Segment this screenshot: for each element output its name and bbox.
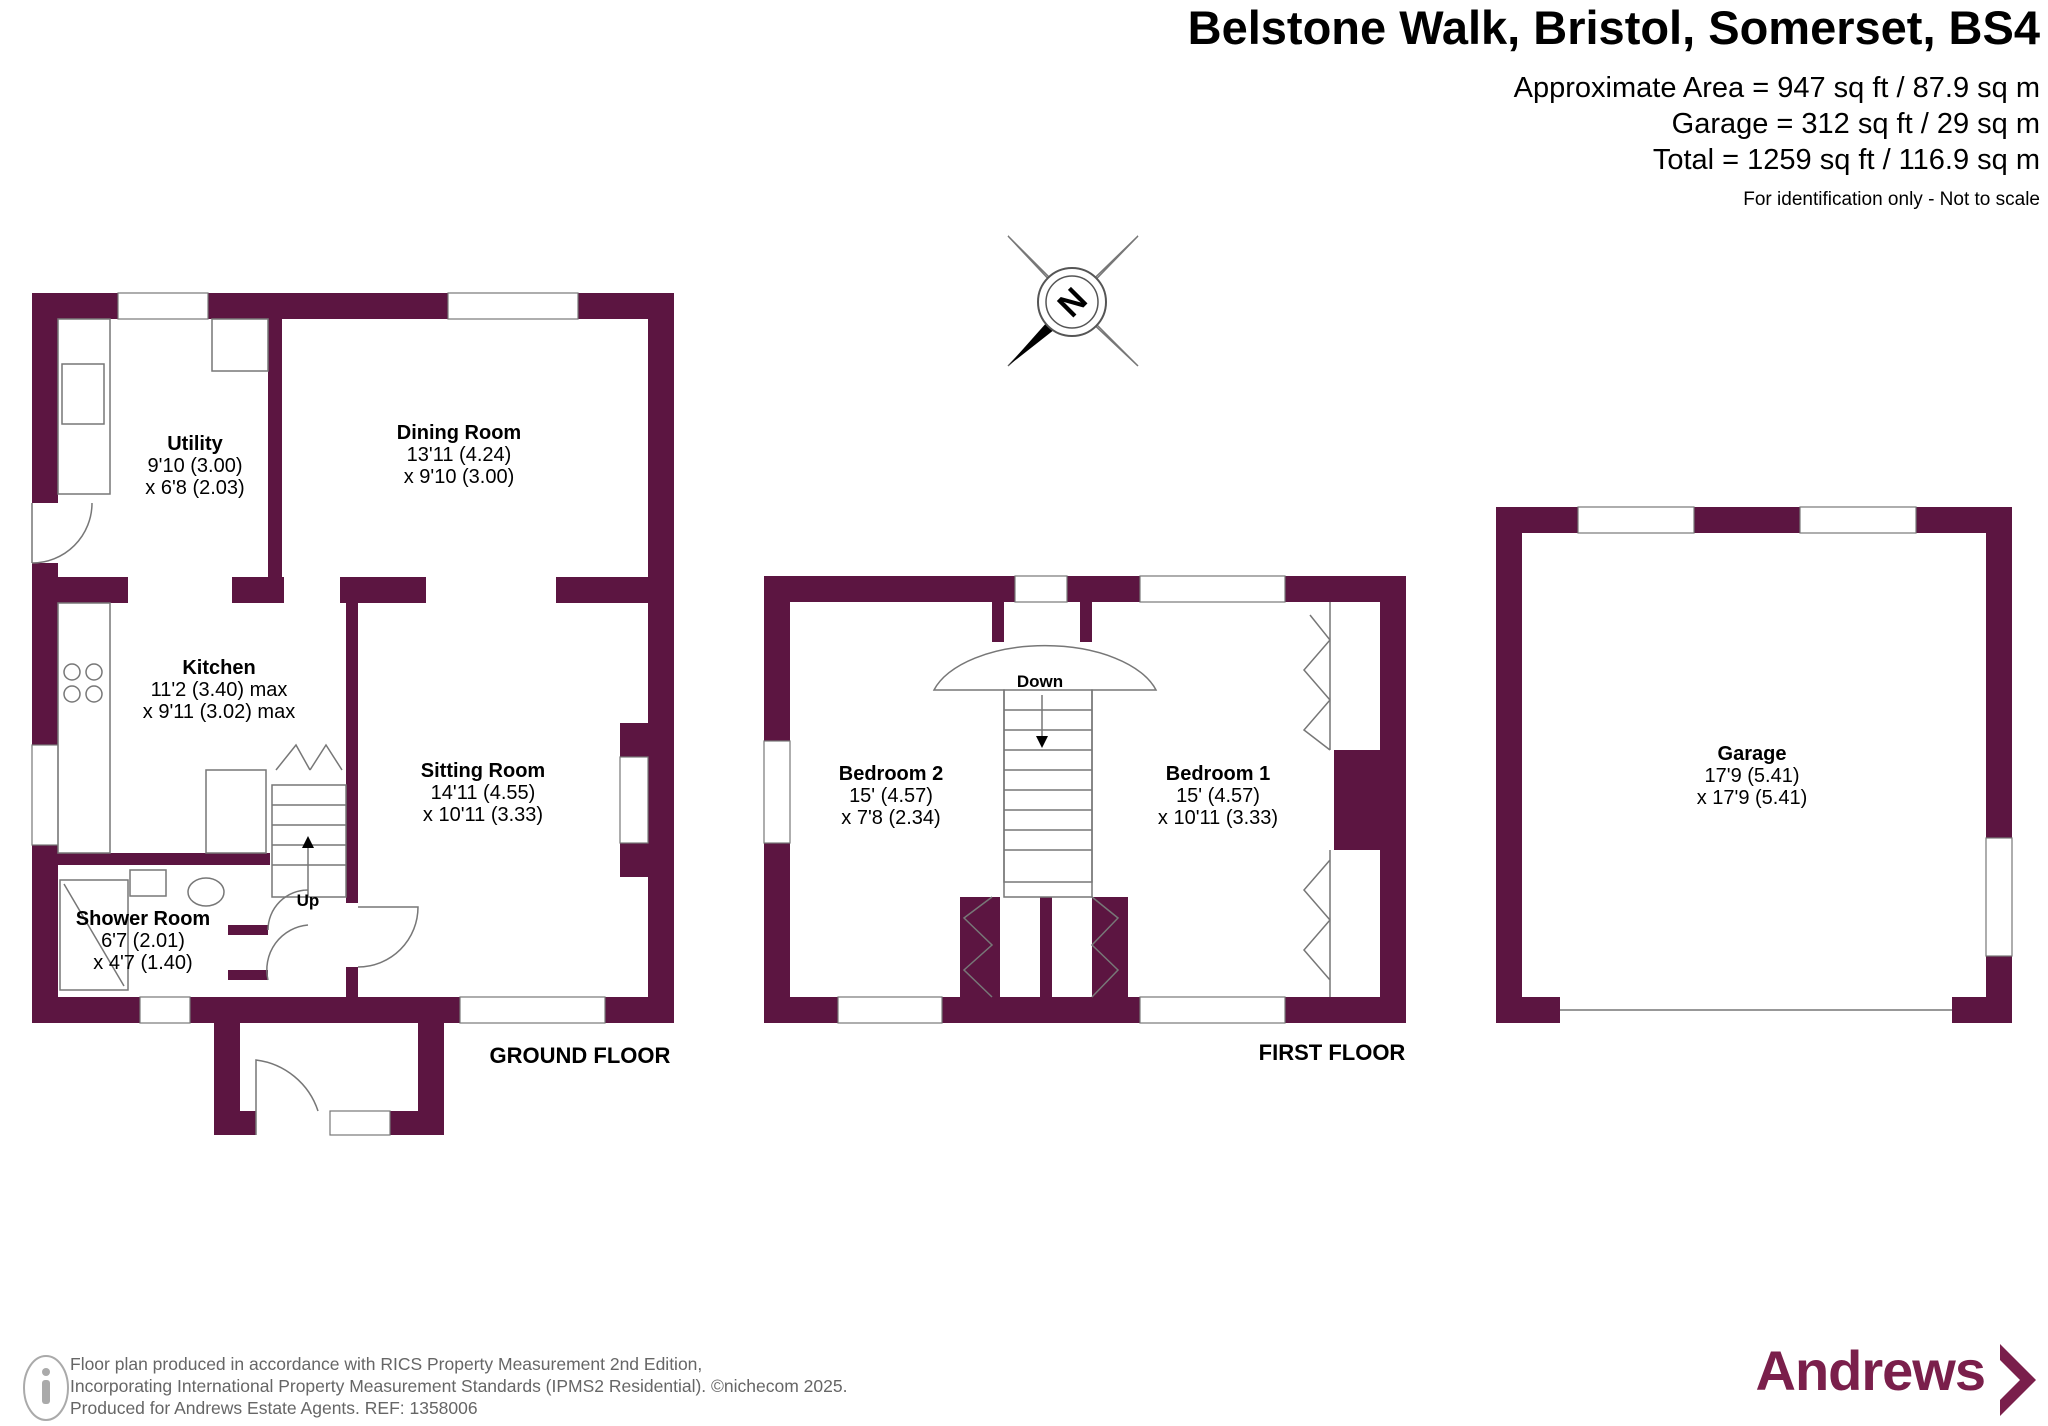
total-area: Total = 1259 sq ft / 116.9 sq m xyxy=(1652,144,2040,176)
dining-room-dim1: 13'11 (4.24) xyxy=(407,444,512,466)
shower-room-dim1: 6'7 (2.01) xyxy=(101,930,185,952)
ground-floor-plan xyxy=(31,292,674,1136)
andrews-logo-mark xyxy=(2000,1344,2036,1416)
not-to-scale-note: For identification only - Not to scale xyxy=(1743,189,2040,210)
utility-name: Utility xyxy=(167,433,223,455)
approximate-area: Approximate Area = 947 sq ft / 87.9 sq m xyxy=(1513,72,2040,104)
first-floor-label: FIRST FLOOR xyxy=(1259,1040,1406,1065)
shower-room-name: Shower Room xyxy=(76,908,210,930)
compass-rose-icon: N xyxy=(1007,235,1139,367)
bedroom2-dim1: 15' (4.57) xyxy=(849,785,933,807)
property-title: Belstone Walk, Bristol, Somerset, BS4 xyxy=(1187,1,2040,54)
garage-dim1: 17'9 (5.41) xyxy=(1705,765,1800,787)
kitchen-dim1: 11'2 (3.40) max xyxy=(151,679,288,701)
bedroom1-name: Bedroom 1 xyxy=(1166,763,1270,785)
info-person-icon xyxy=(23,1355,69,1421)
kitchen-dim2: x 9'11 (3.02) max xyxy=(143,701,295,723)
sitting-room-name: Sitting Room xyxy=(421,760,545,782)
sitting-room-dim2: x 10'11 (3.33) xyxy=(423,804,543,826)
sitting-room-dim1: 14'11 (4.55) xyxy=(431,782,536,804)
garage-name: Garage xyxy=(1718,743,1787,765)
ground-floor-labels: Utility 9'10 (3.00) x 6'8 (2.03) Dining … xyxy=(76,422,671,1068)
bedroom2-name: Bedroom 2 xyxy=(839,763,943,785)
footer-line2: Incorporating International Property Mea… xyxy=(70,1376,848,1396)
garage-labels: Garage 17'9 (5.41) x 17'9 (5.41) xyxy=(1697,743,1808,809)
dining-room-name: Dining Room xyxy=(397,422,521,444)
garage-dim2: x 17'9 (5.41) xyxy=(1697,787,1808,809)
utility-dim1: 9'10 (3.00) xyxy=(148,455,243,477)
ground-floor-label: GROUND FLOOR xyxy=(490,1043,671,1068)
andrews-logo: Andrews xyxy=(1755,1339,1986,1402)
footer-line1: Floor plan produced in accordance with R… xyxy=(70,1354,703,1374)
garage-area: Garage = 312 sq ft / 29 sq m xyxy=(1671,108,2040,140)
shower-room-dim2: x 4'7 (1.40) xyxy=(93,952,192,974)
stairs-down-label: Down xyxy=(1017,672,1063,691)
utility-dim2: x 6'8 (2.03) xyxy=(145,477,244,499)
first-floor-plan xyxy=(763,575,1406,1024)
footer-text: Floor plan produced in accordance with R… xyxy=(70,1353,847,1419)
first-floor-labels: Down Bedroom 2 15' (4.57) x 7'8 (2.34) B… xyxy=(839,672,1406,1065)
bedroom1-dim2: x 10'11 (3.33) xyxy=(1158,807,1278,829)
dining-room-dim2: x 9'10 (3.00) xyxy=(404,466,515,488)
stairs-up-label: Up xyxy=(297,891,320,910)
bedroom2-dim2: x 7'8 (2.34) xyxy=(841,807,940,829)
kitchen-name: Kitchen xyxy=(182,657,255,679)
footer-line3: Produced for Andrews Estate Agents. REF:… xyxy=(70,1398,478,1418)
garage-plan xyxy=(1496,506,2013,1023)
bedroom1-dim1: 15' (4.57) xyxy=(1176,785,1260,807)
